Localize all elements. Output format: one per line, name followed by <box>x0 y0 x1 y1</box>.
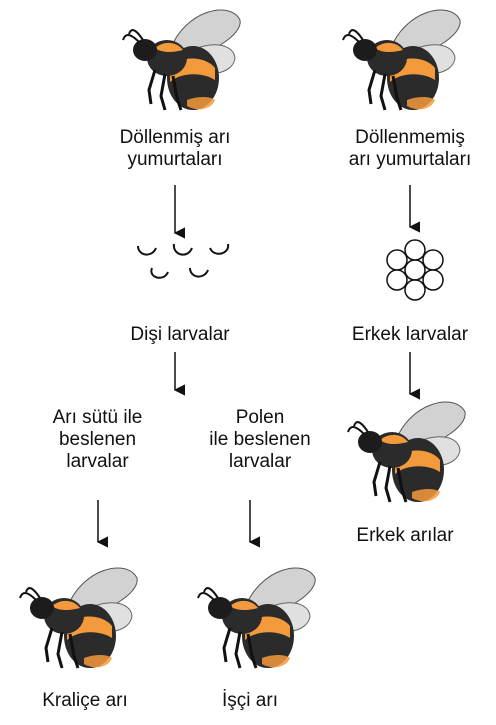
label-worker: İşçi arı <box>222 690 278 711</box>
label-male-larvae: Erkek larvalar <box>351 324 469 345</box>
arrow-unfertilized-to-cells <box>408 185 420 233</box>
label-drones: Erkek arılar <box>356 525 454 546</box>
cells-male-icon <box>386 239 444 301</box>
label-pollen-larvae: Polen ile beslenen larvalar <box>209 407 311 472</box>
bee-unfertilized-source-icon <box>335 0 465 120</box>
label-unfertilized-eggs: Döllenmemiş arı yumurtaları <box>348 127 472 170</box>
drone-bee-icon <box>340 392 470 512</box>
label-royal-jelly-larvae: Arı sütü ile beslenen larvalar <box>52 407 143 472</box>
arrow-to-worker <box>248 500 260 548</box>
label-fertilized-eggs: Döllenmiş arı yumurtaları <box>119 127 231 170</box>
bee-fertilized-source-icon <box>115 0 245 120</box>
arrow-fertilized-to-larvae <box>173 185 185 239</box>
arrow-female-larvae-down <box>173 352 185 396</box>
arrow-to-queen <box>96 500 108 548</box>
arrow-male-larvae-down <box>408 352 420 400</box>
label-queen: Kraliçe arı <box>42 690 128 711</box>
label-female-larvae: Dişi larvalar <box>130 324 230 345</box>
larvae-female-icon <box>137 243 230 279</box>
worker-bee-icon <box>190 558 320 678</box>
queen-bee-icon <box>12 558 142 678</box>
